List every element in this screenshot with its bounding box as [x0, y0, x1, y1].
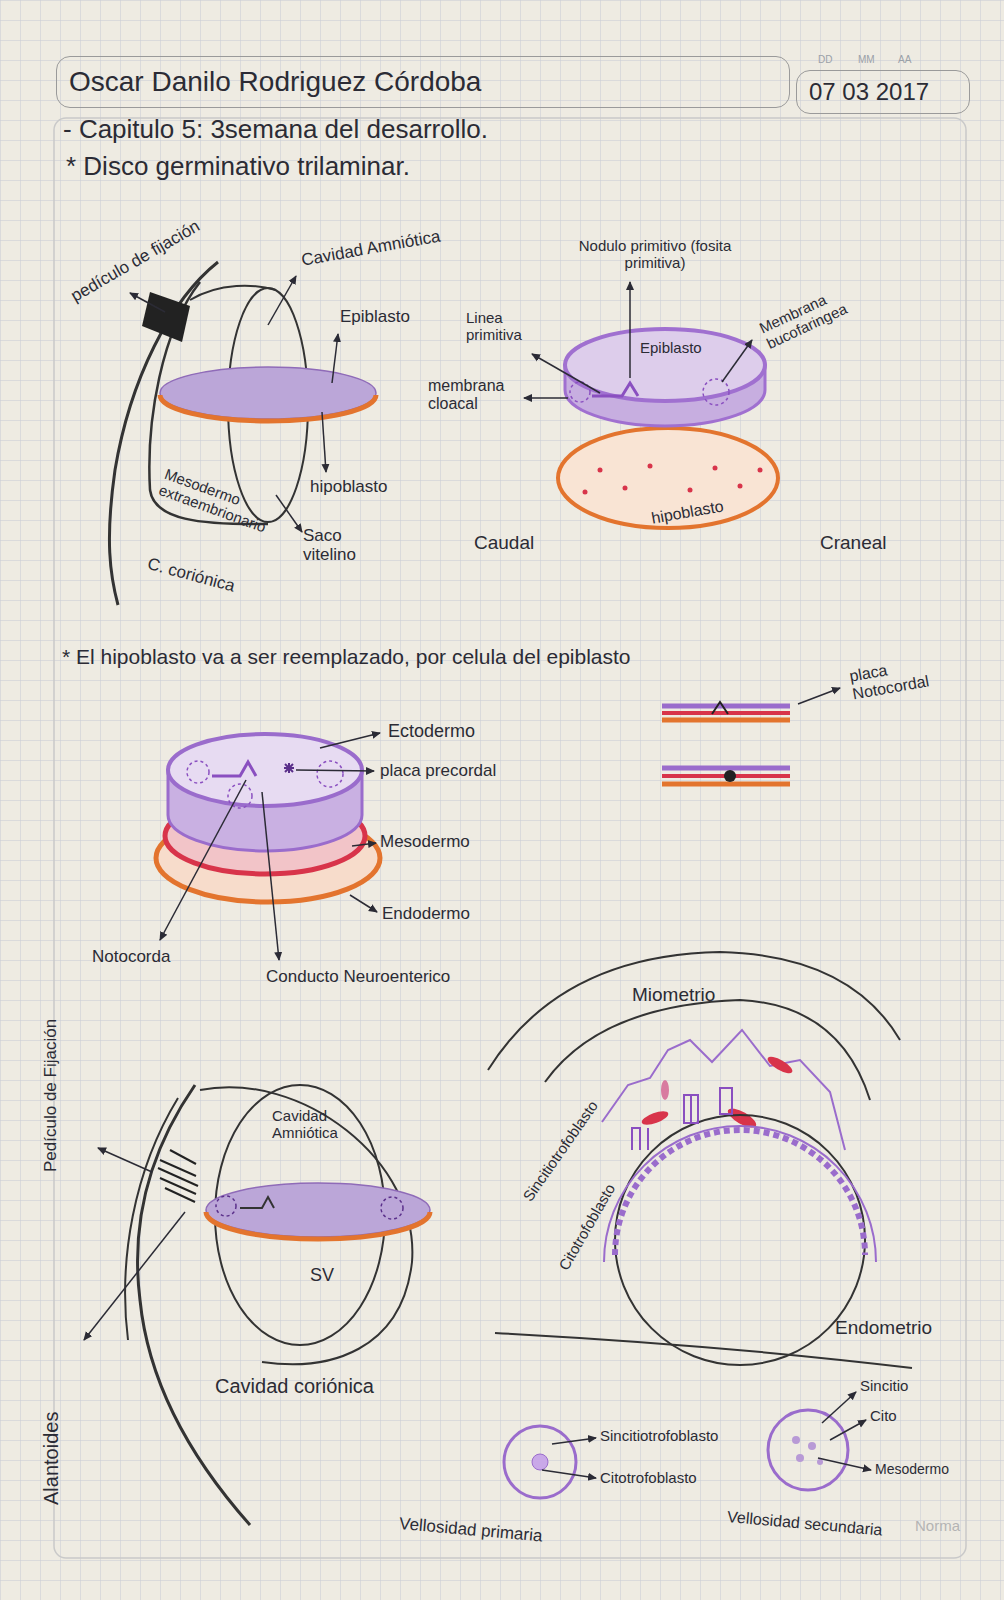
annotation-label: Ectodermo: [388, 722, 475, 742]
annotation-label: SV: [310, 1266, 334, 1286]
annotation-label: Notocorda: [92, 948, 170, 967]
annotation-label: hipoblasto: [310, 478, 388, 497]
annotation-label: membrana cloacal: [428, 377, 520, 412]
annotation-label: Norma: [915, 1518, 960, 1535]
annotation-label: Caudal: [474, 533, 534, 554]
annotation-label: Saco vitelino: [303, 527, 383, 564]
annotation-label: Mesodermo: [380, 833, 470, 852]
annotation-label: Nodulo primitivo (fosita primitiva): [575, 238, 735, 271]
implantation-sketch: [488, 952, 912, 1498]
annotation-label: Sincitio: [860, 1378, 908, 1395]
annotation-label: Pedículo de Fijación: [42, 1019, 61, 1172]
annotation-label: Endometrio: [835, 1318, 932, 1339]
annotation-label: Endodermo: [382, 905, 470, 924]
annotation-label: Sincitiotrofoblasto: [600, 1428, 718, 1445]
date-box: 07 03 2017: [796, 70, 970, 114]
name-box: Oscar Danilo Rodriguez Córdoba: [56, 56, 790, 108]
notochord-plate-sketch: [662, 688, 840, 784]
embryo-sketch-2: [524, 282, 778, 528]
page-heading: - Capitulo 5: 3semana del desarrollo.: [63, 114, 488, 145]
annotation-label: Conducto Neuroenterico: [266, 968, 450, 987]
annotation-label: DD: [818, 54, 832, 65]
trilaminar-disc-sketch: [156, 733, 380, 960]
chorionic-cavity-sketch: [84, 1085, 430, 1525]
annotation-label: AA: [898, 54, 911, 65]
annotation-label: Alantoides: [40, 1412, 62, 1505]
annotation-label: Epiblasto: [340, 308, 410, 327]
annotation-label: Cavidad coriónica: [215, 1375, 374, 1397]
annotation-label: Linea primitiva: [466, 310, 541, 343]
date-text: 07 03 2017: [809, 78, 929, 106]
annotation-label: Cavidad Amniótica: [272, 1108, 344, 1141]
annotation-label: Mesodermo: [875, 1462, 949, 1477]
annotation-label: Miometrio: [632, 985, 715, 1006]
annotation-label: placa precordal: [380, 762, 496, 781]
annotation-label: * Disco germinativo trilaminar.: [66, 152, 410, 181]
annotation-label: Cito: [870, 1408, 897, 1425]
annotation-label: Craneal: [820, 533, 887, 554]
annotation-label: * El hipoblasto va a ser reemplazado, po…: [62, 645, 631, 668]
annotation-label: Epiblasto: [640, 340, 702, 357]
annotation-label: Citotrofoblasto: [600, 1470, 697, 1487]
annotation-label: MM: [858, 54, 875, 65]
author-name: Oscar Danilo Rodriguez Córdoba: [69, 66, 481, 98]
